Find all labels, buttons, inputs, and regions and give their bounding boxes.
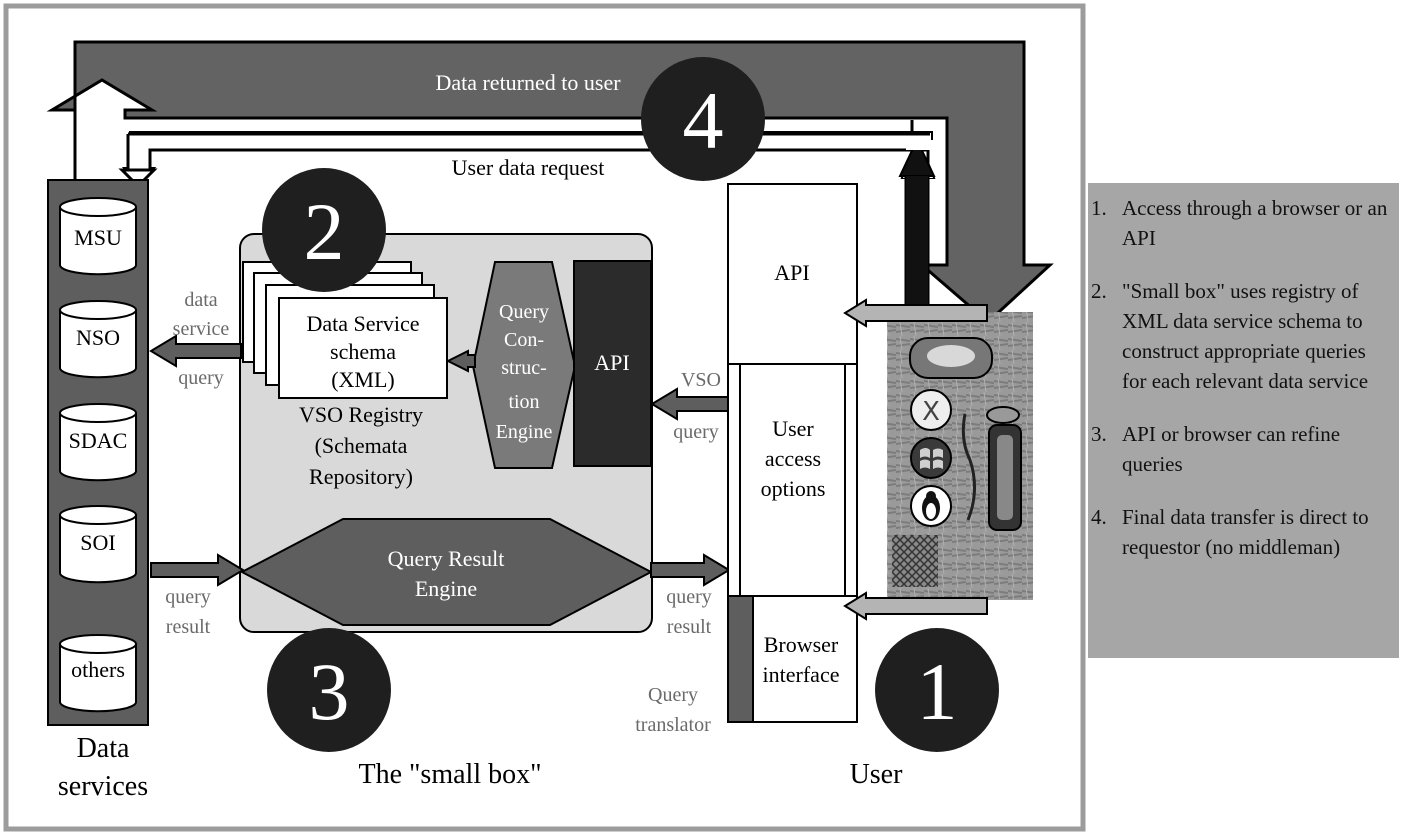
user-api-box	[727, 183, 858, 365]
service-others-label: others	[71, 657, 125, 682]
query-result-right-line2: result	[667, 616, 712, 638]
legend-item: 2. "Small box" uses registry of XML data…	[1091, 276, 1391, 396]
svg-text:X: X	[922, 397, 940, 427]
legend-item-text: Final data transfer is direct to request…	[1122, 505, 1369, 559]
step-4-number: 4	[683, 75, 724, 166]
small-box-api	[573, 260, 652, 467]
data-service-query-line3: query	[178, 367, 224, 389]
step-1-circle	[875, 628, 999, 752]
cylinder-soi	[59, 505, 137, 584]
mouse-cable-icon	[961, 413, 976, 521]
mac-x-icon	[910, 389, 952, 431]
service-nso-label: NSO	[76, 325, 120, 350]
data-service-query-arrow	[149, 334, 242, 368]
cylinder-nso	[59, 300, 137, 379]
browser-interface-box	[752, 595, 858, 723]
scribble-graphic	[892, 535, 938, 587]
step-4-circle	[641, 57, 765, 181]
user-access-line2: access	[765, 446, 821, 471]
schema-line3: (XML)	[331, 367, 395, 392]
schema-card-front	[278, 297, 448, 399]
browser-interface-line2: interface	[763, 662, 840, 687]
data-services-title-line1: Data	[77, 733, 130, 764]
query-result-right-line1: query	[666, 586, 712, 608]
legend-item-text: Access through a browser or an API	[1122, 196, 1388, 250]
legend-item-number: 1.	[1091, 196, 1107, 220]
cylinder-msu	[59, 197, 137, 276]
vso-query-arrow	[650, 387, 729, 421]
data-service-query-line1: data	[184, 289, 217, 311]
query-result-left-line1: query	[165, 586, 211, 608]
small-box-title: The "small box"	[358, 759, 541, 790]
engine-to-schema-arrow	[445, 349, 476, 373]
legend-list: 1. Access through a browser or an API 2.…	[1088, 183, 1399, 562]
qce-line5: Engine	[496, 421, 553, 443]
cylinder-sdac	[59, 403, 137, 482]
data-services-title-line2: services	[58, 771, 148, 802]
registry-line2: (Schemata	[315, 433, 408, 458]
query-result-left-arrow	[150, 553, 245, 587]
query-result-engine	[239, 518, 654, 626]
qce-line3: struc-	[501, 357, 547, 379]
browser-interface-line1: Browser	[764, 632, 839, 657]
legend-item-number: 3.	[1091, 422, 1107, 446]
user-api-label: API	[774, 260, 809, 285]
user-access-line1: User	[772, 416, 814, 441]
legend-item: 1. Access through a browser or an API	[1091, 193, 1391, 253]
query-translator-line2: translator	[635, 714, 711, 736]
vso-query-line1: VSO	[681, 369, 721, 391]
user-data-request-label: User data request	[452, 155, 605, 180]
legend-item-text: API or browser can refine queries	[1122, 422, 1341, 476]
legend-item: 3. API or browser can refine queries	[1091, 419, 1391, 479]
qre-line1: Query Result	[388, 546, 505, 571]
step-3-circle	[267, 628, 391, 752]
user-access-line3: options	[761, 476, 826, 501]
small-box-api-label: API	[594, 350, 629, 375]
user-to-browser-arrow	[843, 591, 988, 621]
user-access-options-box	[727, 363, 858, 597]
user-computer-picture: X	[887, 312, 1033, 600]
service-sdac-label: SDAC	[69, 428, 128, 453]
qce-line4: tion	[508, 391, 539, 413]
data-returned-arrow	[46, 40, 1054, 325]
query-translator-line1: Query	[648, 684, 698, 706]
qce-line2: Con-	[504, 329, 544, 351]
data-returned-label: Data returned to user	[435, 70, 621, 95]
legend-item: 4. Final data transfer is direct to requ…	[1091, 502, 1391, 562]
legend-item-number: 2.	[1091, 279, 1107, 303]
step-3-number: 3	[309, 646, 350, 737]
service-msu-label: MSU	[74, 225, 122, 250]
service-soi-label: SOI	[80, 530, 115, 555]
user-to-api-arrow	[843, 298, 988, 328]
legend-panel: 1. Access through a browser or an API 2.…	[1088, 183, 1399, 658]
qce-line1: Query	[499, 301, 549, 323]
registry-line3: Repository)	[309, 464, 413, 489]
query-translator-strip	[727, 595, 754, 723]
legend-item-number: 4.	[1091, 505, 1107, 529]
step-2-circle	[262, 168, 386, 292]
cylinder-others	[59, 634, 137, 713]
step-2-number: 2	[304, 186, 345, 277]
windows-icon	[910, 437, 952, 479]
query-result-left-line2: result	[166, 616, 211, 638]
schema-line2: schema	[330, 339, 396, 364]
vso-query-line2: query	[673, 421, 719, 443]
legend-item-text: "Small box" uses registry of XML data se…	[1122, 279, 1369, 393]
data-service-query-line2: service	[173, 318, 230, 340]
step-1-number: 1	[917, 646, 958, 737]
user-title: User	[850, 759, 904, 790]
query-result-right-arrow	[650, 553, 731, 587]
registry-line1: VSO Registry	[299, 402, 423, 427]
qre-line2: Engine	[415, 576, 477, 601]
schema-line1: Data Service	[307, 311, 420, 336]
